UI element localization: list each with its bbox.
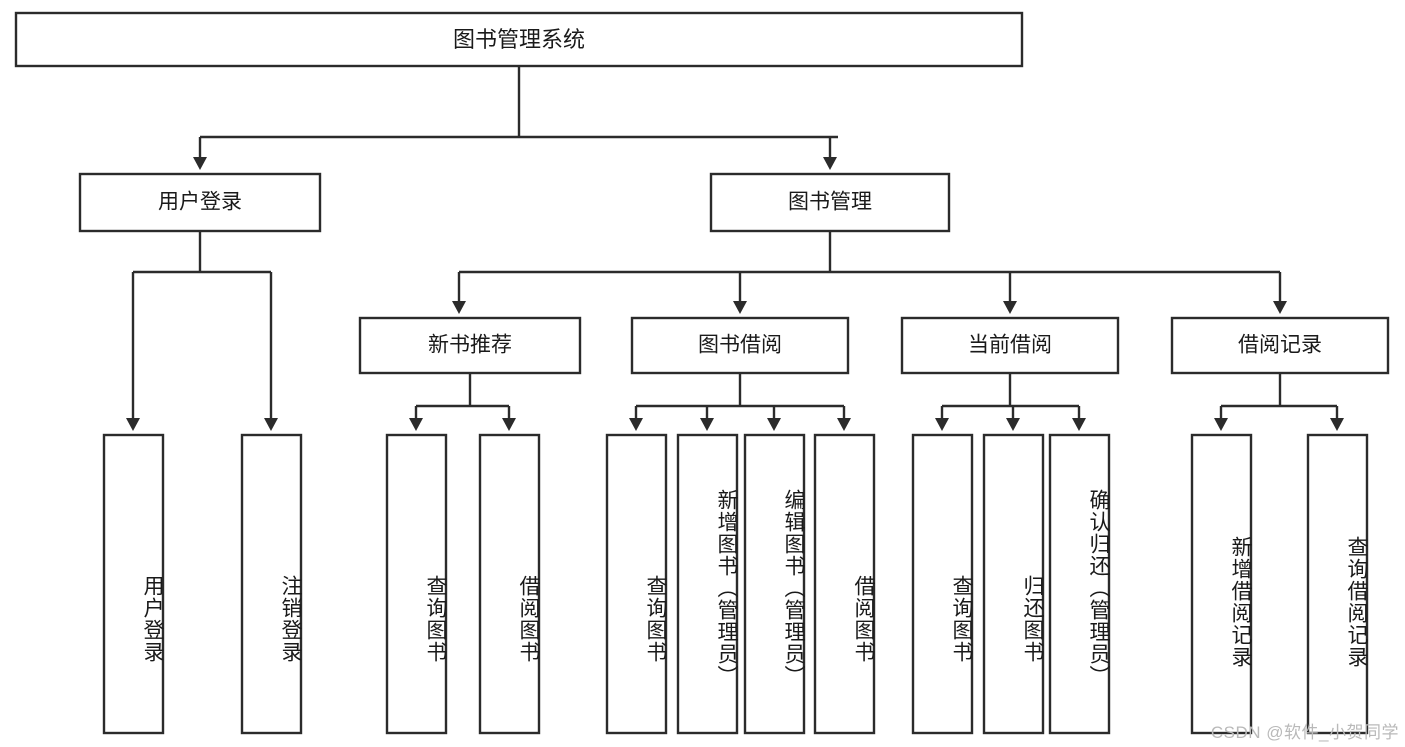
node-book-borrow-label: 图书借阅	[698, 334, 782, 357]
node-leaf-logout-box[interactable]	[240, 433, 303, 735]
node-book-manage-label: 图书管理	[788, 191, 872, 214]
node-current-borrow-label: 当前借阅	[968, 334, 1052, 357]
node-borrow-record[interactable]: 借阅记录	[1170, 316, 1390, 375]
node-leaf-borrow-book-2-box[interactable]	[813, 433, 876, 735]
node-user-login-label: 用户登录	[158, 191, 242, 214]
node-current-borrow[interactable]: 当前借阅	[900, 316, 1120, 375]
node-book-manage[interactable]: 图书管理	[709, 172, 951, 233]
node-root[interactable]: 图书管理系统	[14, 11, 1024, 68]
connector-layer	[126, 66, 1344, 431]
node-new-book-recommend-label: 新书推荐	[428, 334, 512, 357]
node-borrow-record-label: 借阅记录	[1238, 334, 1322, 357]
node-leaf-edit-book-box[interactable]	[743, 433, 806, 735]
node-layer: 图书管理系统 用户登录 图书管理 新书推荐 图书借阅	[14, 11, 1390, 735]
node-leaf-user-login-box[interactable]	[102, 433, 165, 735]
node-root-label: 图书管理系统	[453, 27, 585, 52]
node-root-box[interactable]	[14, 11, 1024, 68]
node-leaf-return-book-box[interactable]	[982, 433, 1045, 735]
node-leaf-query-book-2-box[interactable]	[605, 433, 668, 735]
node-leaf-confirm-return-box[interactable]	[1048, 433, 1111, 735]
node-book-borrow-box[interactable]	[630, 316, 850, 375]
node-leaf-borrow-book-1-box[interactable]	[478, 433, 541, 735]
csdn-watermark: CSDN @软件_小贺同学	[1210, 723, 1399, 742]
node-leaf-query-book-1-box[interactable]	[385, 433, 448, 735]
node-new-book-recommend-box[interactable]	[358, 316, 582, 375]
node-current-borrow-box[interactable]	[900, 316, 1120, 375]
node-leaf-add-book-box[interactable]	[676, 433, 739, 735]
node-new-book-recommend[interactable]: 新书推荐	[358, 316, 582, 375]
node-leaf-query-record-box[interactable]	[1306, 433, 1369, 735]
node-book-manage-box[interactable]	[709, 172, 951, 233]
node-leaf-query-book-3-box[interactable]	[911, 433, 974, 735]
node-book-borrow[interactable]: 图书借阅	[630, 316, 850, 375]
node-leaf-add-record-box[interactable]	[1190, 433, 1253, 735]
node-user-login-box[interactable]	[78, 172, 322, 233]
node-user-login[interactable]: 用户登录	[78, 172, 322, 233]
node-borrow-record-box[interactable]	[1170, 316, 1390, 375]
